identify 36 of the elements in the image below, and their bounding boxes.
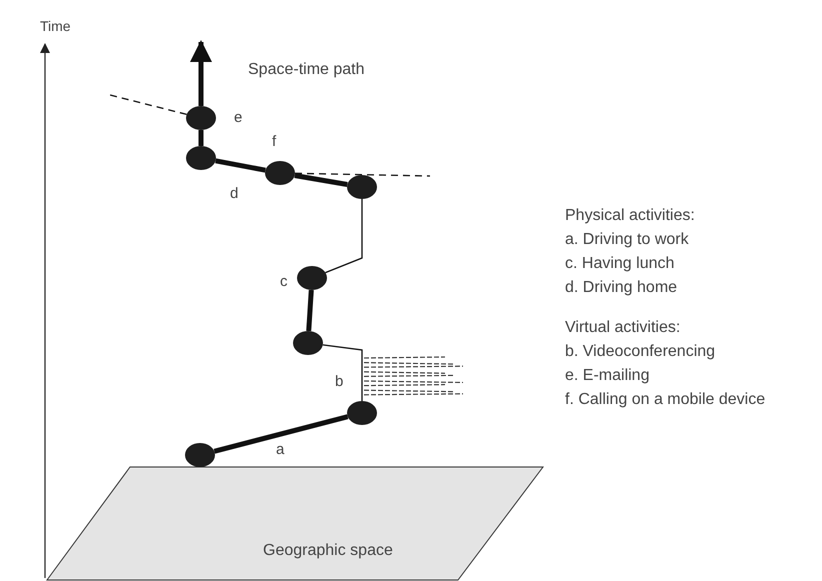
arrow: [190, 40, 212, 106]
legend-text: e. E-mailing: [565, 366, 650, 386]
dashed-line: [294, 172, 430, 177]
edge-label: a: [276, 440, 284, 460]
location-dot: [186, 146, 216, 170]
legend-text: f. Calling on a mobile device: [565, 390, 766, 410]
location-dot: [293, 331, 323, 355]
dashed-line: [110, 94, 187, 116]
path-segment: [306, 290, 314, 332]
heading: Space-time path: [248, 60, 365, 80]
legend-text: d. Driving home: [565, 278, 678, 298]
plane-label: Geographic space: [263, 541, 393, 561]
legend-text: c. Having lunch: [565, 254, 674, 274]
edge-label: d: [230, 184, 238, 204]
geographic-plane: [45, 465, 545, 581]
path-segment: [214, 414, 348, 454]
axis-label: Time: [40, 17, 71, 36]
path-segment: [322, 344, 363, 401]
path-segment: [198, 130, 204, 146]
activity-letter: e: [234, 108, 242, 128]
path-segment: [215, 158, 266, 173]
path-segment: [294, 173, 348, 187]
legend-text: Virtual activities:: [565, 318, 680, 338]
edge-label: b: [335, 372, 344, 392]
legend-text: b. Videoconferencing: [565, 342, 716, 362]
location-dot: [347, 401, 377, 425]
activity-letter: f: [272, 132, 276, 152]
legend-text: Physical activities:: [565, 206, 695, 226]
location-dot: [185, 443, 215, 467]
location-dot: [347, 175, 377, 199]
location-dot: [297, 266, 327, 290]
location-dot: [265, 161, 295, 185]
location-dot: [186, 106, 216, 130]
edge-label: c: [280, 272, 288, 292]
path-segment: [325, 199, 363, 274]
legend-text: a. Driving to work: [565, 230, 689, 250]
